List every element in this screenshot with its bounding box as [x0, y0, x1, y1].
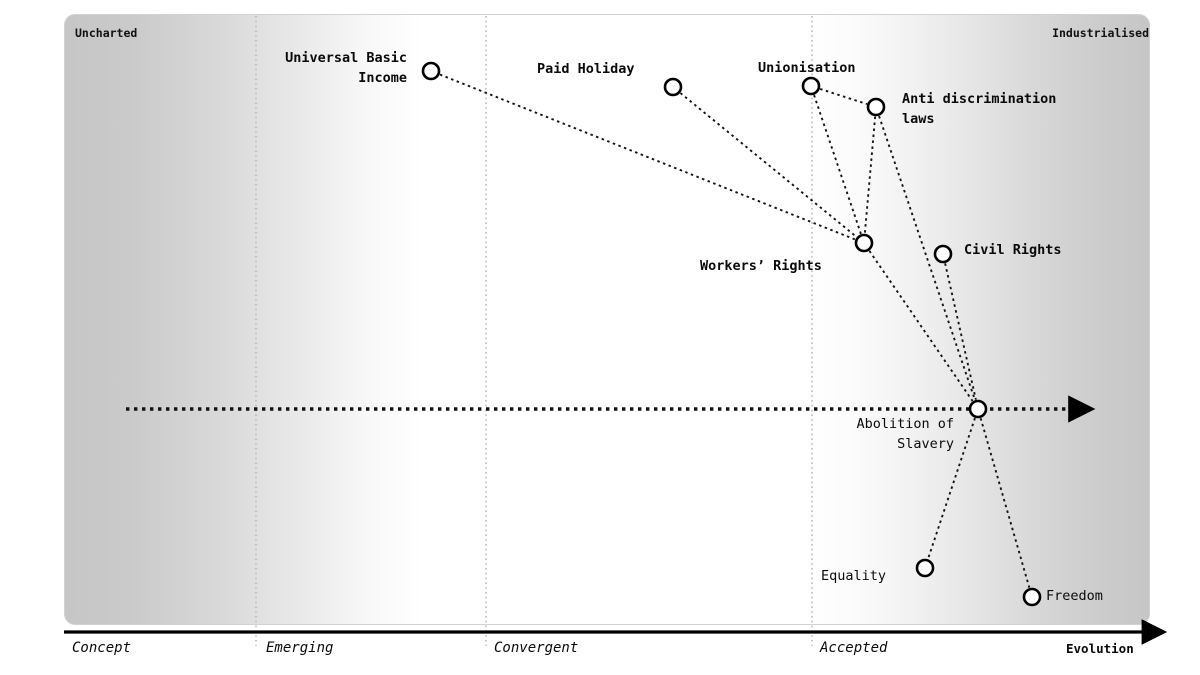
label-anti-discrimination-laws: Anti discrimination laws [902, 91, 1057, 127]
node-equality[interactable] [915, 558, 935, 578]
evolution-axis-title: Evolution [1066, 641, 1134, 656]
link-anti-discrimination-laws-to-abolition-of-slavery [878, 115, 976, 401]
link-civil-rights-to-abolition-of-slavery [944, 263, 977, 400]
link-abolition-of-slavery-to-equality [927, 417, 976, 560]
industrialised-caption: Industrialised [1052, 26, 1149, 40]
node-paid-holiday[interactable] [663, 77, 683, 97]
component-nodes[interactable] [421, 61, 1042, 607]
stage-label-accepted: Accepted [820, 640, 888, 656]
node-unionisation[interactable] [801, 76, 821, 96]
node-workers-rights[interactable] [854, 233, 874, 253]
node-freedom[interactable] [1022, 587, 1042, 607]
label-unionisation: Unionisation [758, 60, 856, 76]
uncharted-caption: Uncharted [75, 26, 138, 40]
link-abolition-of-slavery-to-freedom [979, 417, 1031, 589]
node-anti-discrimination-laws[interactable] [866, 97, 886, 117]
link-paid-holiday-to-workers-rights [679, 92, 858, 238]
label-abolition-of-slavery: Abolition of Slavery [856, 416, 954, 452]
link-anti-discrimination-laws-to-workers-rights [863, 116, 877, 234]
component-links [439, 73, 1031, 589]
label-paid-holiday: Paid Holiday [537, 61, 635, 77]
node-universal-basic-income[interactable] [421, 61, 441, 81]
link-workers-rights-to-abolition-of-slavery [868, 250, 974, 402]
link-unionisation-to-workers-rights [813, 94, 862, 235]
stage-label-concept: Concept [72, 640, 132, 656]
evolution-gridlines [255, 16, 813, 646]
map-plot-area [64, 14, 1150, 625]
stage-label-convergent: Convergent [494, 640, 579, 656]
label-equality: Equality [821, 568, 887, 584]
stage-label-emerging: Emerging [266, 640, 334, 656]
link-universal-basic-income-to-workers-rights [439, 73, 856, 241]
label-freedom: Freedom [1046, 588, 1103, 604]
node-abolition-of-slavery[interactable] [968, 399, 988, 419]
label-universal-basic-income: Universal Basic Income [285, 50, 407, 86]
link-unionisation-to-anti-discrimination-laws [819, 88, 868, 105]
label-civil-rights: Civil Rights [964, 242, 1062, 258]
label-workers-rights: Workers’ Rights [700, 258, 822, 274]
node-civil-rights[interactable] [933, 244, 953, 264]
